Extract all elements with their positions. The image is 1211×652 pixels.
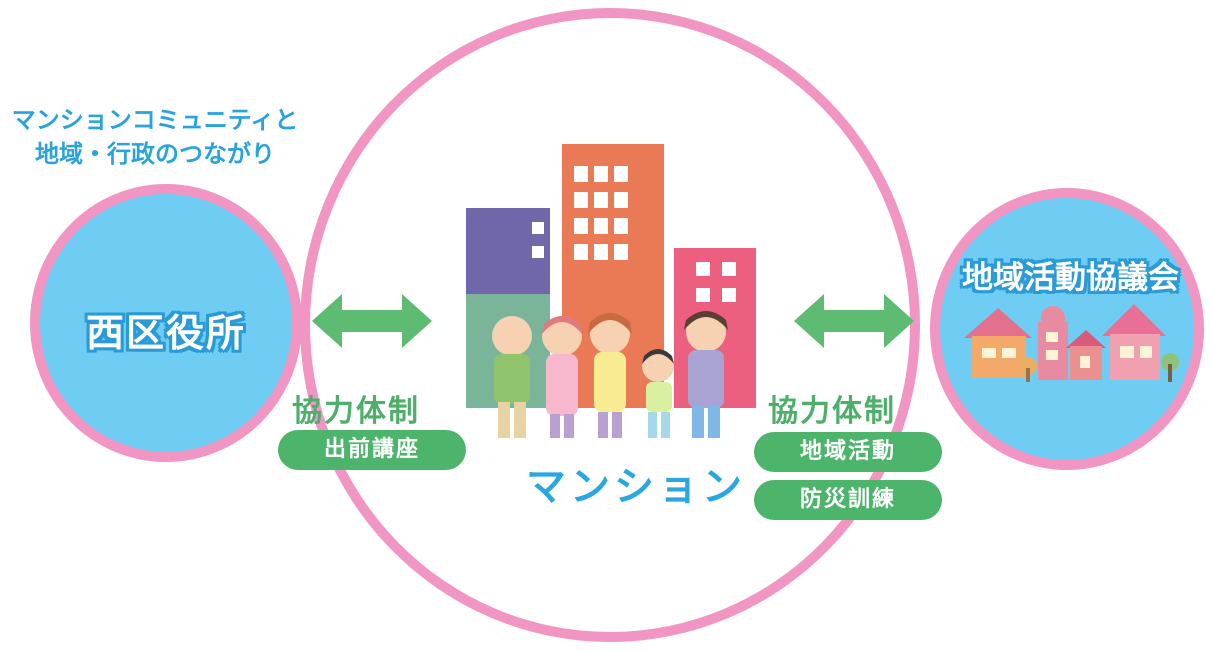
- left-cooperation-title: 協力体制: [292, 394, 420, 429]
- right-cooperation-title: 協力体制: [768, 394, 896, 429]
- left-double-arrow-icon: [312, 294, 432, 348]
- left-tag-outreach-lecture: 出前講座: [278, 430, 466, 470]
- ward-office-circle: [30, 184, 302, 462]
- right-double-arrow-icon: [794, 294, 914, 348]
- diagram-heading-line1: マンションコミュニティと: [11, 106, 299, 134]
- right-tag-community-activity: 地域活動: [754, 432, 942, 472]
- diagram-heading-line2: 地域・行政のつながり: [35, 140, 275, 168]
- community-council-label: 地域活動協議会: [962, 260, 1179, 296]
- ward-office-label: 西区役所: [85, 311, 246, 355]
- mansion-label: マンション: [526, 464, 746, 510]
- family-illustration: [492, 311, 728, 438]
- houses-illustration: [964, 304, 1179, 382]
- right-tag-disaster-drill: 防災訓練: [754, 480, 942, 520]
